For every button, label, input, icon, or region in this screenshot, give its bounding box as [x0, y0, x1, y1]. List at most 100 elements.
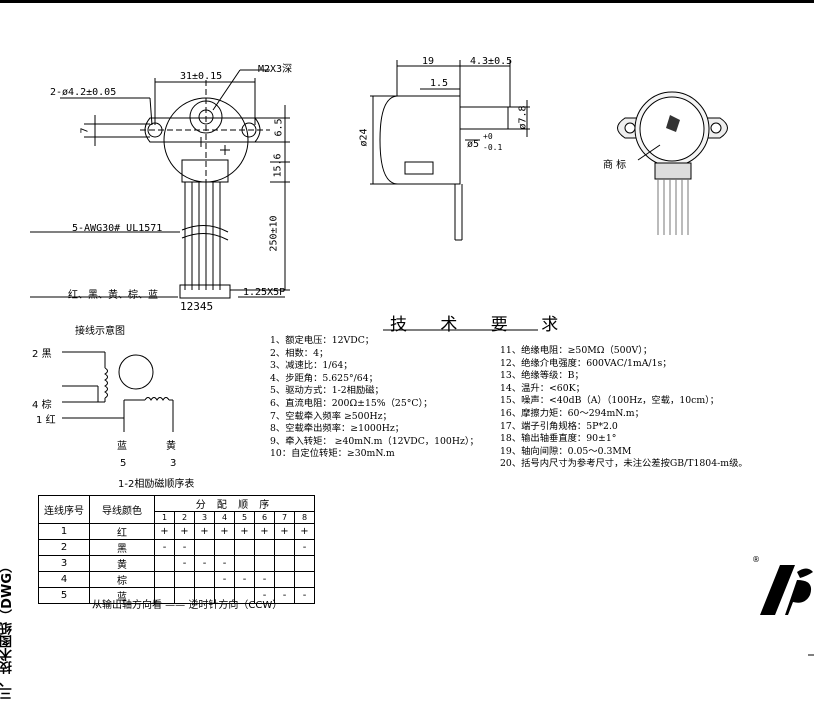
spec-item: 13、绝缘等级：B；	[500, 370, 584, 382]
dim-7-8-label: ø7.8	[517, 105, 529, 130]
row-number: 1	[38, 523, 90, 540]
sequence-cell	[274, 555, 295, 572]
spec-item: 6、直流电阻：200Ω±15%（25°C）；	[270, 397, 433, 409]
sequence-cell	[214, 539, 235, 556]
spec-item: 12、绝缘介电强度：600VAC/1mA/1s；	[500, 357, 672, 369]
spec-item: 18、输出轴垂直度：90±1°	[500, 433, 617, 445]
spec-item: 3、减速比：1/64；	[270, 360, 353, 372]
wiring-diagram	[62, 351, 174, 432]
sequence-cell: -	[194, 555, 215, 572]
brand-logo	[760, 565, 813, 615]
sequence-cell: -	[174, 539, 195, 556]
spec-item: 7、空载牵入频率 ≥500Hz；	[270, 410, 392, 422]
row-color: 黄	[89, 555, 155, 572]
motor-top-view	[140, 80, 270, 185]
sequence-cell	[294, 571, 315, 588]
spec-item: 4、步距角：5.625°/64；	[270, 372, 378, 384]
spec-item: 2、相数：4；	[270, 347, 329, 359]
row-number: 5	[38, 587, 90, 604]
sequence-cell: +	[234, 523, 255, 540]
spec-item: 5、驱动方式：1-2相励磁；	[270, 385, 384, 397]
sequence-cell	[234, 539, 255, 556]
row-color: 红	[89, 523, 155, 540]
spec-item: 20、括号内尺寸为参考尺寸，未注公差按GB/T1804-m级。	[500, 458, 748, 470]
step-header: 4	[214, 511, 235, 524]
sequence-cell: +	[154, 523, 175, 540]
sequence-cell: +	[254, 523, 275, 540]
pin-numbers: 12345	[180, 300, 214, 313]
wire-colors-label: 红、黑、黄、棕、蓝	[68, 290, 158, 301]
row-color: 棕	[89, 571, 155, 588]
sequence-cell	[294, 555, 315, 572]
wire-label-yellow: 黄	[166, 441, 176, 452]
wire-num-5: 5	[120, 458, 127, 469]
shaft-tol-minus: -0.1	[483, 143, 503, 152]
row-number: 4	[38, 571, 90, 588]
hole-dim-label: 2-ø4.2±0.05	[50, 87, 117, 98]
row-number: 2	[38, 539, 90, 556]
sequence-cell	[154, 555, 175, 572]
step-header: 6	[254, 511, 275, 524]
wire-num-3: 3	[170, 458, 177, 469]
top-border	[0, 0, 814, 3]
dim-4-3-label: 4.3±0.5	[470, 56, 513, 67]
dim-6-5-label: 6.5	[273, 118, 285, 137]
dim-1-5-label: 1.5	[430, 78, 449, 89]
sequence-cell: +	[214, 523, 235, 540]
sequence-cell: -	[154, 539, 175, 556]
sequence-note: 从输出轴方向看 —— 逆时针方向（CCW）	[92, 600, 283, 611]
wire-label-2: 2 黑	[32, 349, 52, 360]
spec-item: 15、噪声：<40dB（A）（100Hz，空载，10cm）；	[500, 395, 720, 407]
sequence-cell: -	[214, 555, 235, 572]
spec-left-list: 1、额定电压：12VDC； 2、相数：4； 3、减速比：1/64； 4、步距角：…	[270, 335, 479, 461]
spec-right-list: 11、绝缘电阻：≥50MΩ（500V）； 12、绝缘介电强度：600VAC/1m…	[500, 345, 748, 471]
spec-item: 14、温升：<60K；	[500, 382, 585, 394]
wire-label-4: 4 棕	[32, 400, 52, 411]
sequence-cell: -	[254, 571, 275, 588]
sequence-cell	[154, 571, 175, 588]
spec-item: 8、空载牵出频率：≥1000Hz；	[270, 423, 405, 435]
spec-item: 17、端子引角规格：5P*2.0	[500, 420, 618, 432]
sequence-cell: -	[234, 571, 255, 588]
sequence-cell: +	[294, 523, 315, 540]
section-heading: 三、技术图纸（DWG）	[0, 560, 15, 700]
step-header: 5	[234, 511, 255, 524]
sequence-cell: +	[274, 523, 295, 540]
wiring-title: 接线示意图	[75, 326, 125, 337]
col-header-color: 导线颜色	[89, 495, 155, 524]
spec-item: 19、轴向间隙：0.05～0.3MM	[500, 445, 632, 457]
dim-250-label: 250±10	[268, 215, 280, 252]
col-header-sequence: 分 配 顺 序	[154, 495, 315, 512]
sequence-cell	[254, 539, 275, 556]
sequence-cell	[194, 539, 215, 556]
step-header: 7	[274, 511, 295, 524]
shaft-dim-label: ø5	[467, 139, 480, 150]
step-header: 8	[294, 511, 315, 524]
width-dim-label: 31±0.15	[180, 71, 223, 82]
sequence-cell	[274, 571, 295, 588]
step-header: 2	[174, 511, 195, 524]
row-number: 3	[38, 555, 90, 572]
motor-photo	[617, 91, 728, 235]
sequence-cell	[274, 539, 295, 556]
sequence-cell	[254, 555, 275, 572]
col-header-no: 连线序号	[38, 495, 90, 524]
shaft-tol-plus: +0	[483, 132, 493, 141]
sequence-cell	[174, 571, 195, 588]
spec-item: 9、牵入转矩： ≥40mN.m（12VDC，100Hz）；	[270, 435, 479, 447]
wire-spec-label: 5-AWG30# UL1571	[72, 223, 163, 234]
trademark-label: 商 标	[603, 160, 627, 171]
sequence-cell: +	[194, 523, 215, 540]
wire-label-1: 1 红	[36, 415, 56, 426]
connector-label: 1.25X5P	[243, 287, 286, 298]
sequence-cell	[234, 555, 255, 572]
spec-item: 10：自定位转矩：≥30mN.m	[270, 448, 395, 460]
